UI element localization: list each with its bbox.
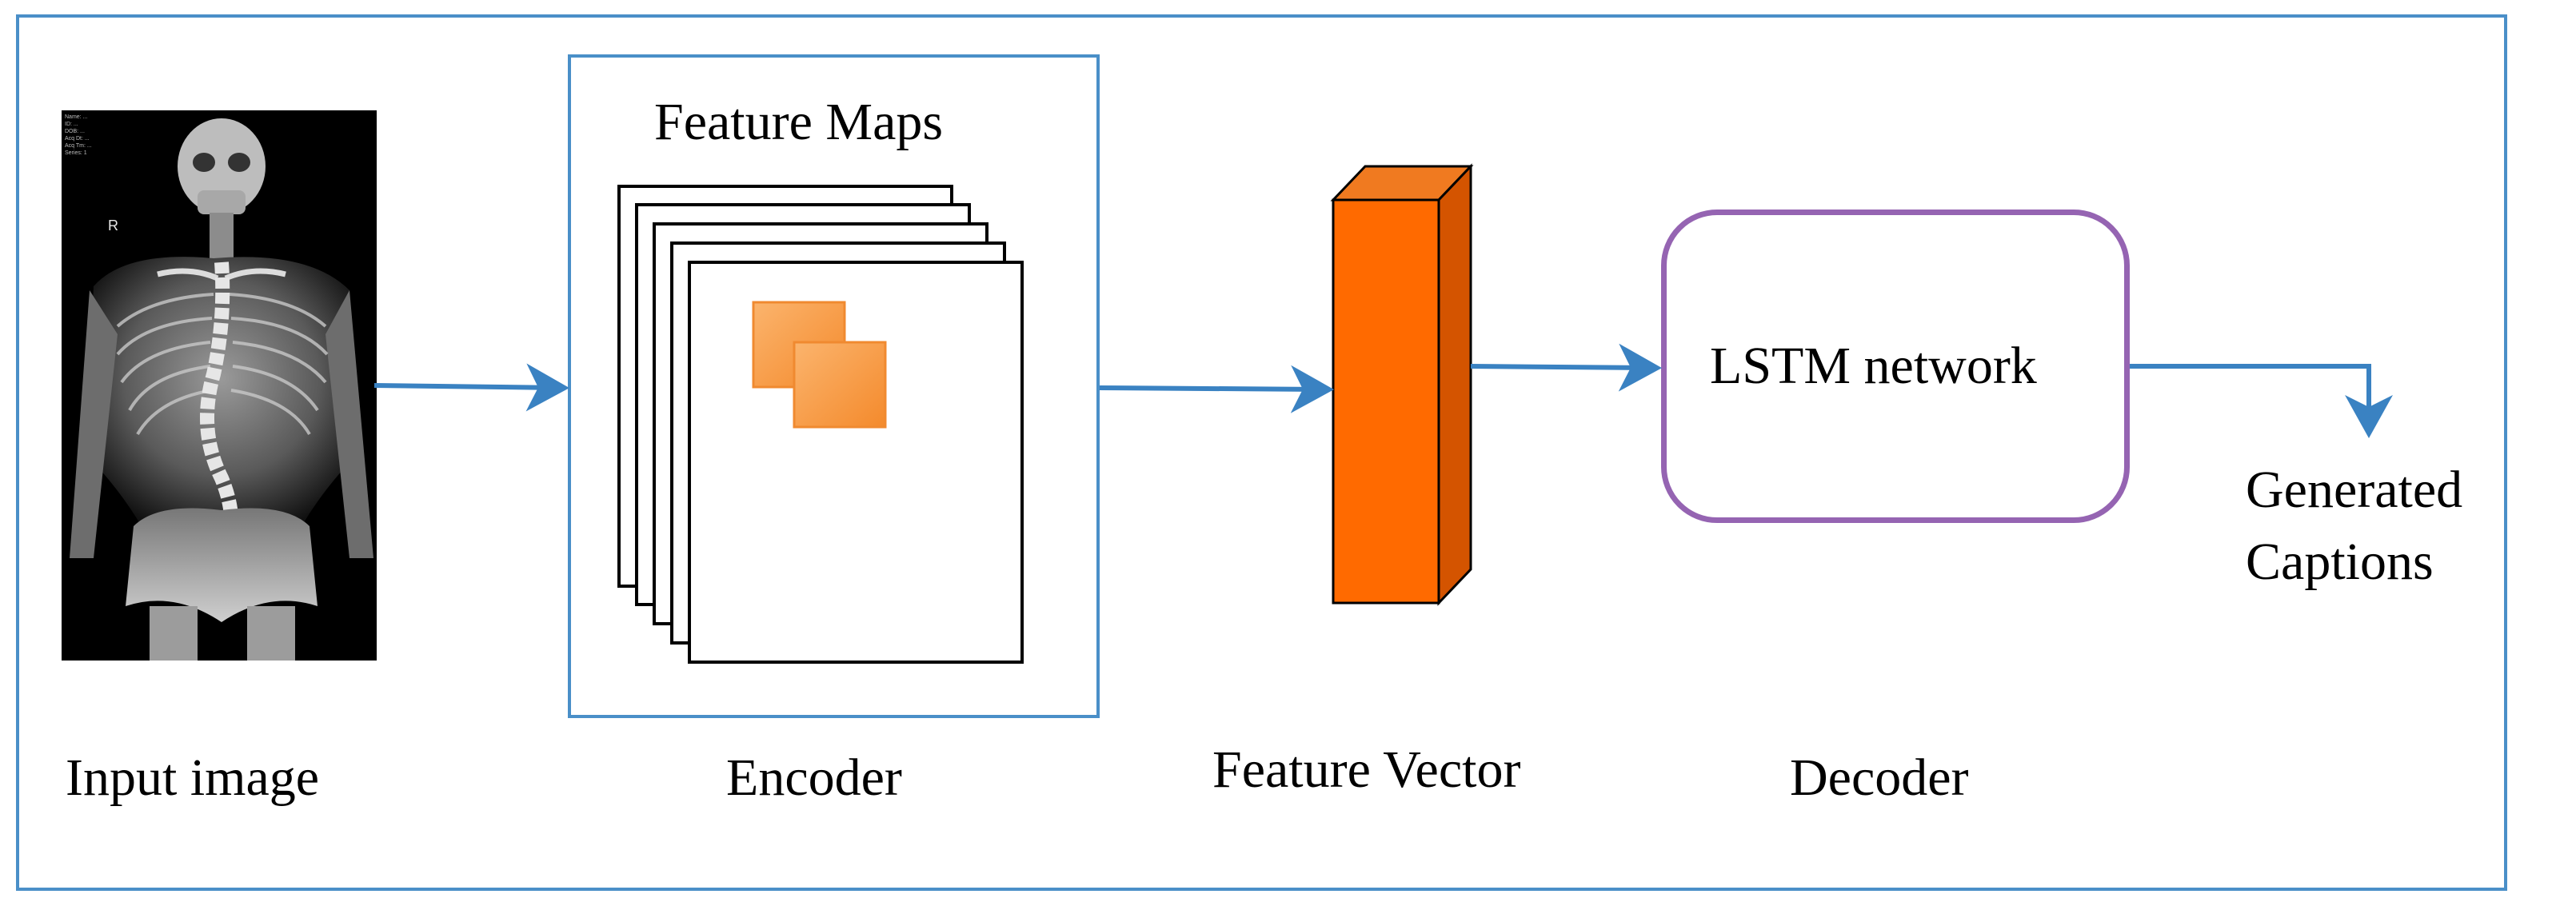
generated-captions-line2: Captions (2246, 533, 2434, 591)
feature-map-stack (617, 185, 1024, 664)
arrow-encoder-to-vector (1099, 365, 1334, 413)
generated-captions-line1: Generated (2246, 461, 2463, 519)
feature-patch-2 (793, 341, 887, 429)
input-image-label: Input image (66, 748, 320, 807)
svg-text:Acq Tm: ...: Acq Tm: ... (65, 143, 92, 149)
svg-text:DOB: ...: DOB: ... (65, 129, 85, 134)
arrow-lstm-to-captions (2130, 364, 2393, 438)
feature-vector-label: Feature Vector (1212, 740, 1521, 799)
arrow-image-to-encoder (373, 363, 569, 412)
input-xray-image: R Name: ... ID: ... DOB: ... Acq Dt: ...… (62, 110, 377, 661)
arrow-vector-to-lstm (1470, 343, 1662, 392)
xray-marker: R (108, 218, 118, 233)
svg-text:Series: 1: Series: 1 (65, 150, 87, 156)
svg-text:Acq Dt: ...: Acq Dt: ... (65, 136, 90, 142)
svg-text:Name: ...: Name: ... (65, 114, 87, 120)
feature-maps-label: Feature Maps (654, 93, 944, 151)
lstm-network-label: LSTM network (1710, 337, 2037, 395)
encoder-label: Encoder (726, 748, 902, 807)
feature-vector-block (1330, 163, 1474, 606)
diagram-frame (16, 14, 2507, 891)
lstm-network-box (1661, 210, 2130, 523)
svg-text:ID: ...: ID: ... (65, 122, 78, 127)
decoder-label: Decoder (1790, 748, 1969, 807)
